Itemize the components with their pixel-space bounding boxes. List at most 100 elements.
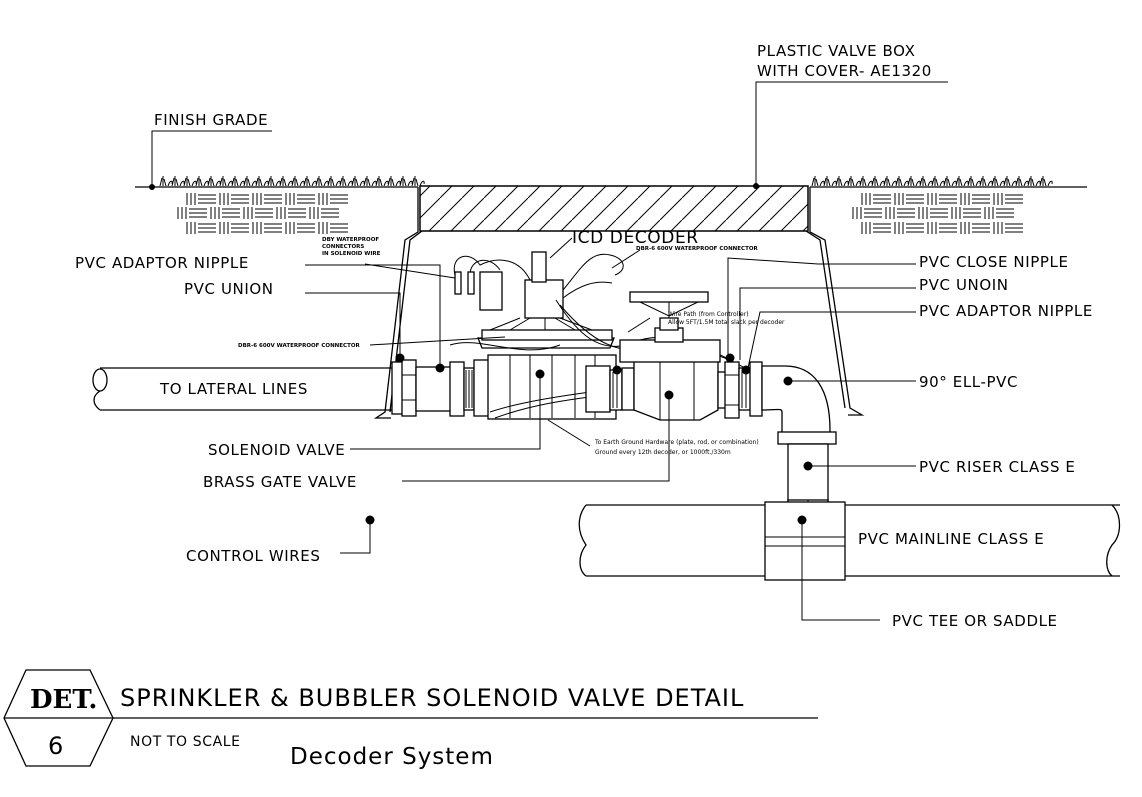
paver-brick	[861, 222, 891, 234]
paver-brick	[186, 222, 216, 234]
note-dby-2: CONNECTORS	[322, 244, 364, 250]
grass-tuft	[399, 176, 413, 187]
paver-pattern-right	[852, 193, 1023, 234]
label-pvc-riser: PVC RISER CLASS E	[919, 458, 1076, 476]
paver-brick	[276, 207, 306, 219]
grass-tuft	[931, 176, 945, 187]
detail-label: DET.	[30, 685, 97, 715]
label-plastic-valve-box: PLASTIC VALVE BOX	[757, 42, 916, 60]
lateral-pipe	[92, 367, 392, 411]
grass-left	[159, 176, 425, 187]
grass-tuft	[1039, 176, 1053, 187]
valve-box-walls	[373, 187, 865, 419]
note-ground-1: To Earth Ground Hardware (plate, rod, or…	[594, 439, 759, 446]
grass-tuft	[387, 176, 401, 187]
paver-brick	[219, 222, 249, 234]
grass-tuft	[955, 176, 969, 187]
paver-brick	[318, 222, 348, 234]
pvc-riser	[777, 431, 837, 507]
paver-brick	[918, 207, 948, 219]
note-dby-3: IN SOLENOID WIRE	[322, 251, 381, 257]
label-pvc-mainline: PVC MAINLINE CLASS E	[858, 530, 1044, 548]
paver-pattern-left	[177, 193, 348, 234]
pvc-close-nipple	[585, 365, 635, 413]
grass-tuft	[339, 176, 353, 187]
paver-brick	[285, 222, 315, 234]
note-dbr-top: DBR-6 600V WATERPROOF CONNECTOR	[636, 246, 758, 252]
label-ell-pvc: 90° ELL-PVC	[919, 373, 1018, 391]
grass-right	[811, 176, 1053, 187]
grass-tuft	[847, 176, 861, 187]
grass-tuft	[411, 176, 425, 187]
label-brass-gate-valve: BRASS GATE VALVE	[203, 473, 357, 491]
grass-tuft	[835, 176, 849, 187]
pvc-mainline	[578, 501, 1121, 581]
grass-tuft	[991, 176, 1005, 187]
paver-brick	[186, 193, 216, 205]
grass-tuft	[883, 176, 897, 187]
label-control-wires: CONTROL WIRES	[186, 547, 321, 565]
grass-tuft	[207, 176, 221, 187]
paver-brick	[861, 193, 891, 205]
grass-tuft	[171, 176, 185, 187]
note-wire-path-1: Wire Path (from Controller)	[668, 311, 749, 318]
grass-tuft	[823, 176, 837, 187]
grass-tuft	[979, 176, 993, 187]
grass-tuft	[967, 176, 981, 187]
label-pvc-adaptor-nipple-left: PVC ADAPTOR NIPPLE	[75, 254, 249, 272]
paver-brick	[285, 193, 315, 205]
grass-tuft	[1003, 176, 1017, 187]
paver-brick	[885, 207, 915, 219]
grass-tuft	[943, 176, 957, 187]
grass-tuft	[231, 176, 245, 187]
grass-tuft	[895, 176, 909, 187]
grass-tuft	[315, 176, 329, 187]
grass-tuft	[1015, 176, 1029, 187]
paver-brick	[252, 193, 282, 205]
grass-tuft	[811, 176, 825, 187]
paver-brick	[177, 207, 207, 219]
paver-brick	[243, 207, 273, 219]
label-plastic-valve-box-cover: WITH COVER- AE1320	[757, 62, 932, 80]
paver-brick	[309, 207, 339, 219]
scale-note: NOT TO SCALE	[130, 734, 241, 750]
paver-brick	[252, 222, 282, 234]
label-solenoid-valve: SOLENOID VALVE	[208, 441, 345, 459]
ell-fitting	[761, 365, 831, 435]
grass-tuft	[1027, 176, 1041, 187]
label-to-lateral-lines: TO LATERAL LINES	[159, 380, 308, 398]
grass-tuft	[351, 176, 365, 187]
pvc-union-left	[391, 359, 475, 417]
paver-brick	[318, 193, 348, 205]
drawing-subtitle: Decoder System	[290, 744, 494, 770]
paver-brick	[993, 193, 1023, 205]
grass-tuft	[327, 176, 341, 187]
drawing-title: SPRINKLER & BUBBLER SOLENOID VALVE DETAI…	[120, 684, 744, 712]
paver-brick	[984, 207, 1014, 219]
grass-tuft	[255, 176, 269, 187]
valve-box-cover	[419, 185, 809, 232]
paver-brick	[960, 193, 990, 205]
label-pvc-unoin: PVC UNOIN	[919, 276, 1009, 294]
paver-brick	[894, 222, 924, 234]
paver-brick	[894, 193, 924, 205]
note-ground-2: Ground every 12th decoder, or 1000ft./33…	[595, 449, 731, 456]
paver-brick	[210, 207, 240, 219]
grass-tuft	[363, 176, 377, 187]
pvc-union-right	[724, 361, 763, 419]
note-wire-path-2: Allow 5FT/1.5M total slack per decoder	[668, 319, 785, 326]
title-block	[3, 669, 818, 767]
grass-tuft	[871, 176, 885, 187]
label-pvc-close-nipple: PVC CLOSE NIPPLE	[919, 253, 1069, 271]
grass-tuft	[375, 176, 389, 187]
grass-tuft	[183, 176, 197, 187]
grass-tuft	[291, 176, 305, 187]
grass-tuft	[219, 176, 233, 187]
solenoid-valve	[449, 251, 746, 420]
paver-brick	[852, 207, 882, 219]
label-finish-grade: FINISH GRADE	[154, 111, 268, 129]
grass-tuft	[303, 176, 317, 187]
grass-tuft	[267, 176, 281, 187]
label-pvc-adaptor-nipple-right: PVC ADAPTOR NIPPLE	[919, 302, 1093, 320]
